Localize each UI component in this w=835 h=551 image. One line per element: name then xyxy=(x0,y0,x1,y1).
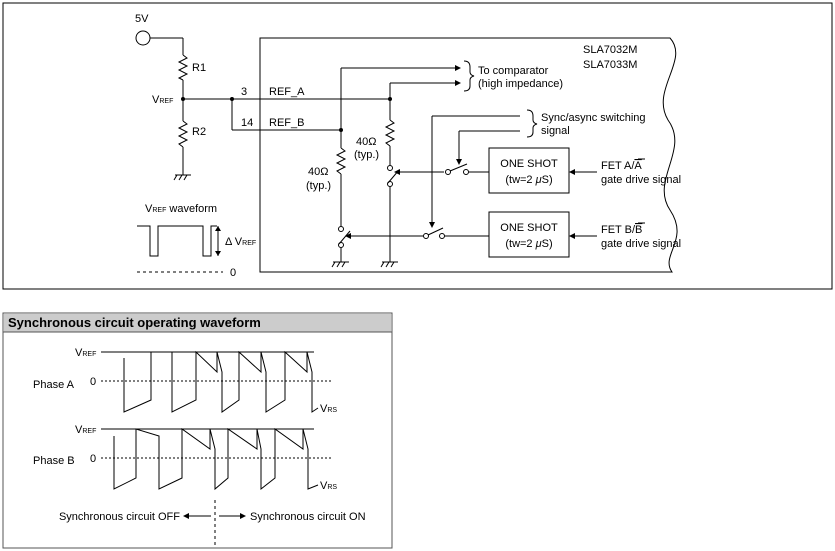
fet-b-label: FET B/B xyxy=(601,224,642,236)
switch-contact xyxy=(439,233,445,239)
delta-vref-label: Δ VREF xyxy=(225,236,256,248)
ground-symbol xyxy=(380,261,398,268)
arrow-head xyxy=(394,169,400,175)
vref-waveform-trace xyxy=(137,225,217,257)
part-name-1: SLA7032M xyxy=(583,44,637,56)
switch-contact xyxy=(387,165,393,171)
switch-contact xyxy=(423,233,429,239)
sync-label-line1: Sync/async switching xyxy=(541,112,646,124)
arrow-head xyxy=(569,233,575,239)
sync-switch-a-blade xyxy=(449,163,468,172)
phase-b-zero-label: 0 xyxy=(90,453,96,465)
ground-symbol xyxy=(331,261,349,268)
comparator-brace xyxy=(463,60,475,92)
switch-contact xyxy=(445,169,451,175)
switch-contact xyxy=(338,226,344,232)
phase-a-label: Phase A xyxy=(33,379,75,391)
one-shot-b-tw: (tw=2 μS) xyxy=(505,238,552,250)
ic-boundary xyxy=(259,37,678,273)
sync-on-label: Synchronous circuit ON xyxy=(250,511,366,523)
pin14-label: 14 xyxy=(241,117,253,129)
resistor-40-left xyxy=(335,147,347,175)
ref-a-label: REF_A xyxy=(269,86,305,98)
ref-b-label: REF_B xyxy=(269,117,304,129)
phase-a-zero-label: 0 xyxy=(90,376,96,388)
r2-resistor xyxy=(177,120,189,148)
arrow-head xyxy=(456,159,462,165)
arrow-head xyxy=(183,513,189,519)
arrow-head xyxy=(345,233,351,239)
pin3-label: 3 xyxy=(241,86,247,98)
waveform-title-bar xyxy=(4,314,391,332)
sync-switch-b-blade xyxy=(427,227,444,236)
fet-b-gate-label: gate drive signal xyxy=(601,238,681,250)
phase-b-vrs-label: VRS xyxy=(320,480,337,492)
phase-a-vref-label: VREF xyxy=(75,347,96,359)
switch-b-blade xyxy=(338,230,351,245)
one-shot-a-label: ONE SHOT xyxy=(500,158,558,170)
arrow-head xyxy=(455,65,461,71)
vref-waveform-title: VREF waveform xyxy=(145,203,217,215)
switch-contact xyxy=(387,181,393,187)
zero-label: 0 xyxy=(230,267,236,279)
vref-label: VREF xyxy=(152,94,173,106)
sync-label-line2: signal xyxy=(541,125,570,137)
sync-brace xyxy=(526,109,538,138)
fet-a-gate-label: gate drive signal xyxy=(601,174,681,186)
switch-contact xyxy=(338,242,344,248)
to-comparator-label: To comparator xyxy=(478,65,549,77)
switch-contact xyxy=(463,169,469,175)
arrow-head xyxy=(429,222,435,228)
phase-b-trace xyxy=(113,428,319,491)
arrow-head xyxy=(455,80,461,86)
resistor-40-right xyxy=(384,119,396,147)
sync-off-label: Synchronous circuit OFF xyxy=(59,511,180,523)
one-shot-b-box xyxy=(488,211,570,258)
phase-a-trace xyxy=(123,350,319,413)
typ-left-label: (typ.) xyxy=(306,180,331,192)
waveform-title: Synchronous circuit operating waveform xyxy=(8,315,261,330)
r40-right-label: 40Ω xyxy=(356,136,376,148)
phase-b-vref-label: VREF xyxy=(75,424,96,436)
arrow-head xyxy=(215,251,221,256)
one-shot-a-box xyxy=(488,147,570,194)
arrow-head xyxy=(240,513,246,519)
arrow-head xyxy=(569,169,575,175)
waveform-panel-frame xyxy=(2,312,393,549)
high-impedance-label: (high impedance) xyxy=(478,78,563,90)
part-name-2: SLA7033M xyxy=(583,59,637,71)
supply-label: 5V xyxy=(135,13,149,25)
one-shot-a-tw: (tw=2 μS) xyxy=(505,174,552,186)
phase-a-vrs-label: VRS xyxy=(320,403,337,415)
typ-right-label: (typ.) xyxy=(354,149,379,161)
r40-left-label: 40Ω xyxy=(308,166,328,178)
one-shot-b-label: ONE SHOT xyxy=(500,222,558,234)
fet-a-label: FET A/A xyxy=(601,160,642,172)
supply-terminal xyxy=(135,30,151,46)
r1-label: R1 xyxy=(192,62,206,74)
r1-resistor xyxy=(177,54,189,81)
r2-label: R2 xyxy=(192,126,206,138)
phase-b-label: Phase B xyxy=(33,455,75,467)
schematic-frame xyxy=(2,2,833,290)
arrow-head xyxy=(215,226,221,231)
ground-symbol xyxy=(173,174,191,181)
